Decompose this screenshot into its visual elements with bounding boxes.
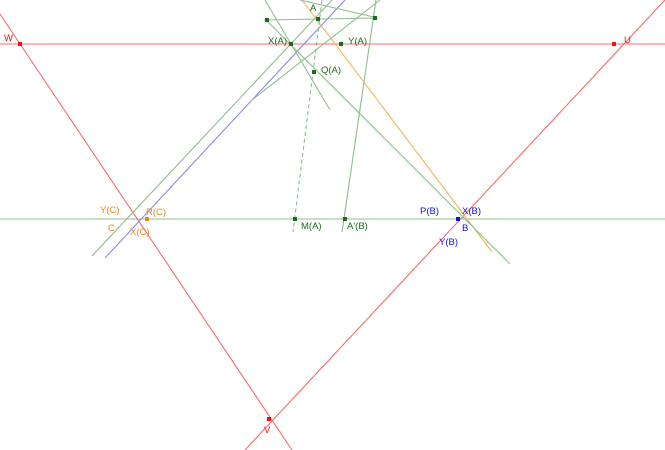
label-XB: X(B) <box>462 206 481 217</box>
point-XA[interactable] <box>289 42 293 46</box>
label-U: U <box>624 35 631 46</box>
label-YB: Y(B) <box>439 237 458 248</box>
point-ApB[interactable] <box>343 217 347 221</box>
line-green-line-A-ApB[interactable] <box>341 0 377 233</box>
label-W: W <box>4 33 13 44</box>
point-B[interactable] <box>456 217 460 221</box>
line-green-top-segment[interactable] <box>263 17 379 21</box>
point-A[interactable] <box>316 17 320 21</box>
point-MA[interactable] <box>293 217 297 221</box>
label-XC: X(C) <box>130 227 150 238</box>
label-C: C <box>108 223 115 234</box>
point-W[interactable] <box>18 42 22 46</box>
label-B: B <box>462 223 469 234</box>
label-A: A <box>310 3 317 14</box>
label-YC: Y(C) <box>100 205 120 216</box>
point-top-left-seg-pt[interactable] <box>265 18 269 22</box>
line-red-diagonal-UV[interactable] <box>244 0 665 450</box>
point-YA[interactable] <box>339 42 343 46</box>
point-V[interactable] <box>267 417 271 421</box>
label-V: V <box>264 425 271 436</box>
label-XA: X(A) <box>268 36 287 47</box>
point-top-right-seg-pt[interactable] <box>373 16 377 20</box>
point-QA[interactable] <box>312 70 316 74</box>
line-orange-line-A-B[interactable] <box>301 0 493 253</box>
point-RC[interactable] <box>145 217 149 221</box>
label-PB: P(B) <box>420 206 439 217</box>
line-green-dashed-A-MA[interactable] <box>292 0 323 233</box>
line-green-line-QA-B[interactable] <box>265 19 511 265</box>
point-U[interactable] <box>612 42 616 46</box>
line-green-line-QA-left[interactable] <box>251 0 381 101</box>
label-MA: M(A) <box>301 221 322 232</box>
label-YA: Y(A) <box>348 36 367 47</box>
label-RC: R(C) <box>146 207 167 218</box>
label-QA: Q(A) <box>321 65 342 76</box>
line-red-diagonal-WV[interactable] <box>0 13 293 450</box>
line-green-line-XA-down[interactable] <box>299 0 379 19</box>
line-blue-line-RC-A[interactable] <box>104 0 346 259</box>
label-ApB: A'(B) <box>347 221 368 232</box>
line-green-line-left-down[interactable] <box>264 0 331 111</box>
points-layer <box>18 16 616 421</box>
